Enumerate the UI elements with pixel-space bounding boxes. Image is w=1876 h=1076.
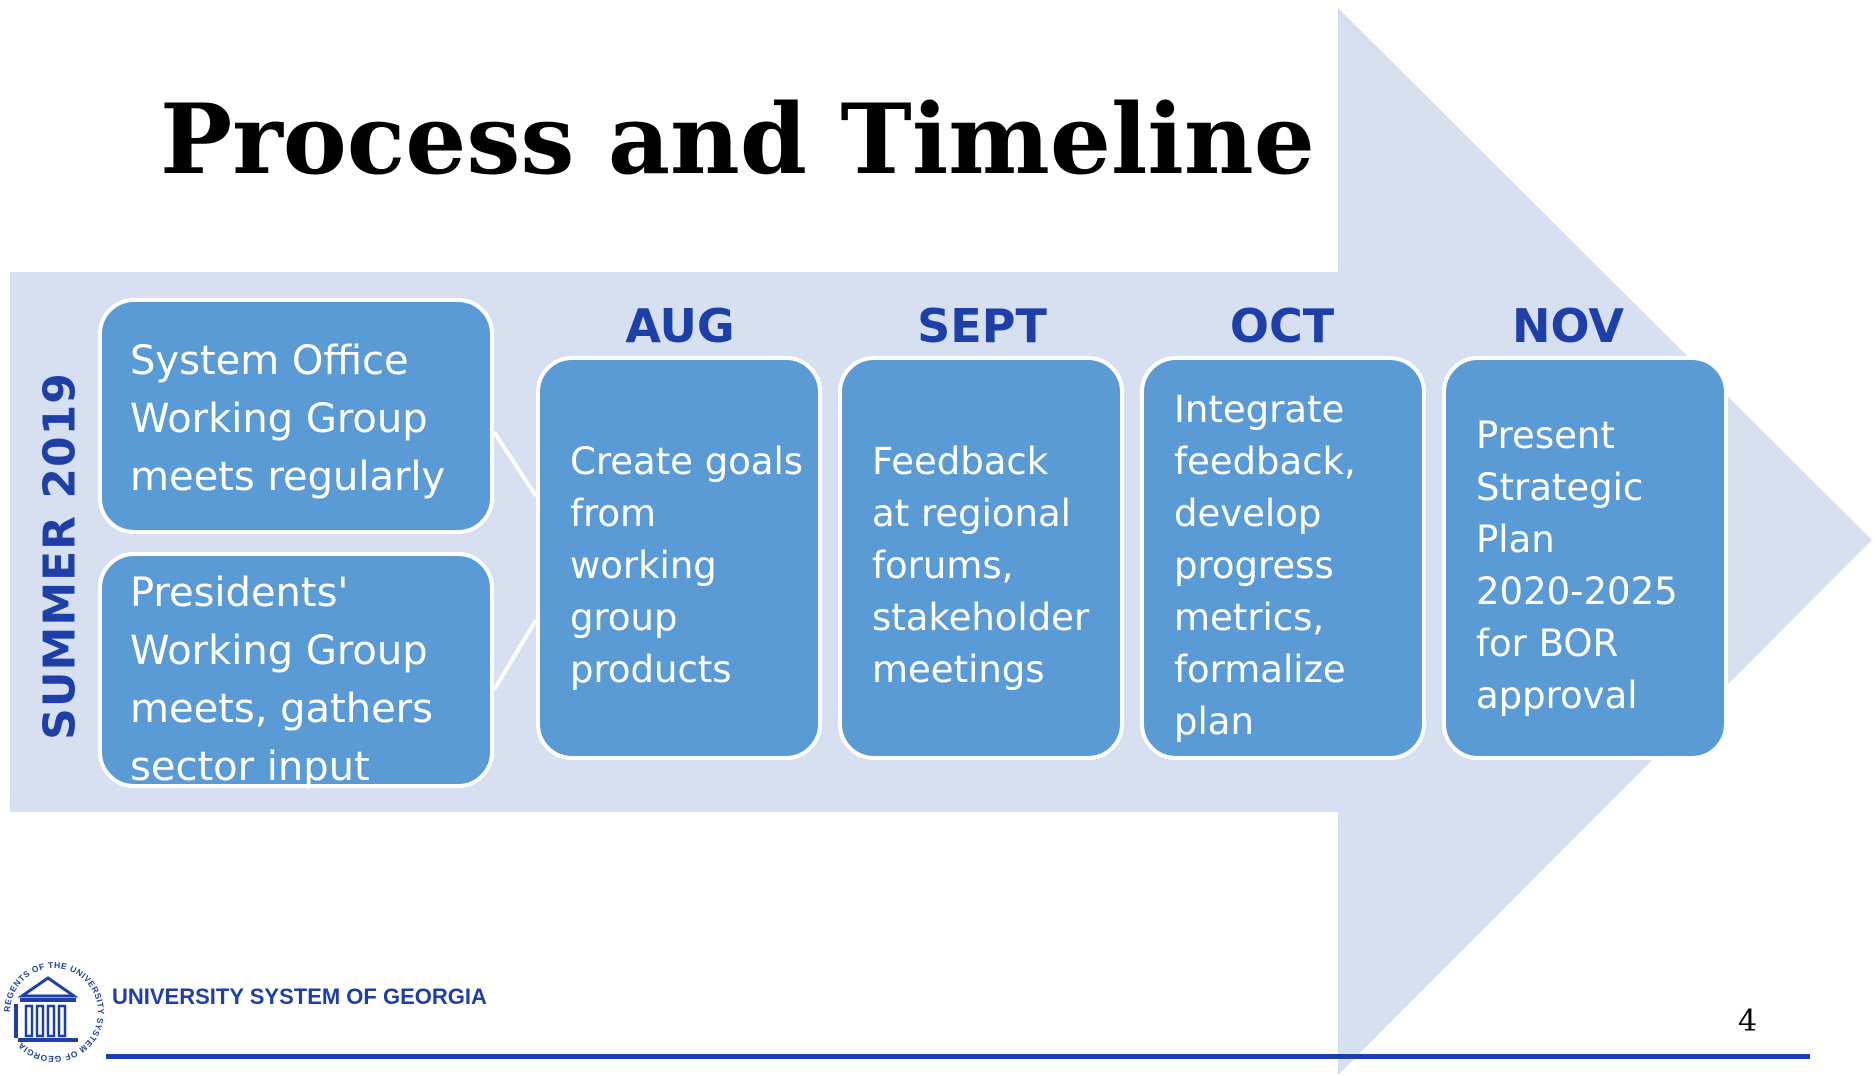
stage-box-aug: Create goals from working group products (536, 356, 822, 760)
stage-box-sept: Feedback at regional forums, stakeholder… (838, 356, 1124, 760)
connector-line (492, 618, 538, 692)
box-text: Presidents' Working Group meets, gathers… (130, 570, 433, 790)
page-number: 4 (1738, 1004, 1758, 1039)
organization-name: UNIVERSITY SYSTEM OF GEORGIA (112, 984, 487, 1009)
stage-box-oct: Integrate feedback, develop progress met… (1140, 356, 1426, 760)
month-aug: AUG (625, 299, 735, 353)
stage-box-nov: Present Strategic Plan 2020-2025 for BOR… (1442, 356, 1728, 760)
footer-rule (106, 1054, 1810, 1059)
university-seal-logo: REGENTS OF THE UNIVERSITY SYSTEM OF GEOR… (2, 960, 106, 1064)
slide-title: Process and Timeline (160, 83, 1315, 196)
box-text: System Office Working Group meets regula… (130, 338, 446, 500)
presidents-working-group-box: Presidents' Working Group meets, gathers… (98, 552, 494, 790)
box-text: Present Strategic Plan 2020-2025 for BOR… (1476, 414, 1678, 717)
connector-line (492, 430, 538, 498)
month-sept: SEPT (917, 299, 1047, 353)
summer-2019-label: SUMMER 2019 (34, 372, 86, 740)
month-oct: OCT (1229, 299, 1335, 353)
system-office-working-group-box: System Office Working Group meets regula… (98, 298, 494, 534)
box-text: Create goals from working group products (570, 440, 804, 691)
box-text: Feedback at regional forums, stakeholder… (872, 440, 1090, 691)
box-text: Integrate feedback, develop progress met… (1174, 388, 1356, 743)
month-nov: NOV (1512, 299, 1624, 353)
